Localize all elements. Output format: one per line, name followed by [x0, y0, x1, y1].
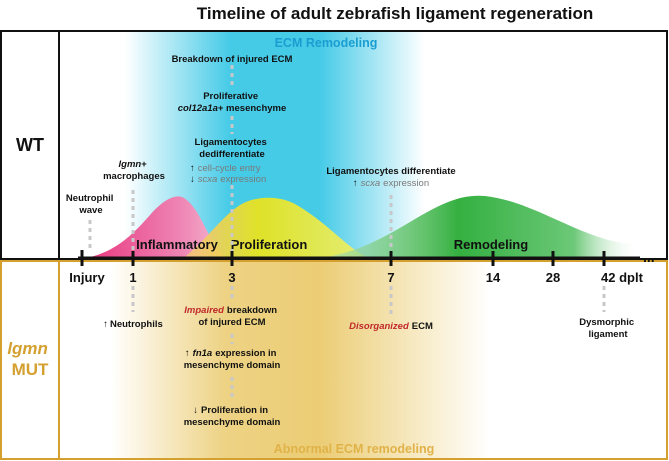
timeline-tick-label-5: 28 — [546, 270, 560, 285]
timeline-tick-label-0: Injury — [69, 270, 105, 285]
timeline-tick-label-3: 7 — [387, 270, 394, 285]
phase-label-proliferation: Proliferation — [231, 237, 308, 252]
timeline-tick-label-2: 3 — [228, 270, 235, 285]
mut-neutrophils: ↑Neutrophils — [103, 319, 163, 330]
wt-breakdown-ecm: Breakdown of injured ECM — [172, 54, 293, 65]
wt-neutrophil-wave: Neutrophil wave — [66, 193, 116, 216]
wt-ligamentocytes-dedifferentiate: Ligamentocytes dedifferentiate — [195, 137, 270, 160]
mut-label: MUT — [12, 360, 49, 379]
wt-proliferative-mesenchyme: Proliferative col12a1a+ mesenchyme — [178, 91, 287, 114]
mut-gene-name: lgmn — [7, 339, 48, 358]
timeline-tick-label-1: 1 — [129, 270, 136, 285]
abnormal-ecm-band — [110, 262, 490, 458]
phase-label-remodeling: Remodeling — [454, 237, 528, 252]
mut-row-frame — [0, 260, 668, 460]
timeline-continuation: ... — [643, 249, 655, 265]
wt-lgmn-macrophages: lgmn+ macrophages — [103, 159, 165, 182]
ecm-remodeling-label: ECM Remodeling — [275, 36, 378, 50]
diagram-title: Timeline of adult zebrafish ligament reg… — [197, 4, 593, 23]
mut-row-label: lgmn MUT — [7, 339, 52, 379]
inflammatory-curve — [78, 196, 226, 259]
phase-label-inflammatory: Inflammatory — [136, 237, 218, 252]
timeline-tick-marks — [80, 250, 606, 266]
wt-row-label: WT — [16, 135, 44, 155]
proliferation-curve — [182, 197, 372, 259]
abnormal-ecm-label: Abnormal ECM remodeling — [274, 442, 434, 456]
mut-proliferation-decrease: ↓Proliferation in mesenchyme domain — [184, 405, 281, 428]
timeline-tick-label-4: 14 — [486, 270, 501, 285]
timeline-tick-labels: Injury 1 3 7 14 28 42 dplt — [69, 270, 643, 285]
wt-ligamentocytes-differentiate: Ligamentocytes differentiate — [326, 166, 455, 177]
mut-dysmorphic-ligament: Dysmorphic ligament — [579, 317, 637, 340]
wt-dediff-cell-cycle: ↑cell-cycle entry — [190, 163, 261, 174]
timeline-tick-label-6: 42 dplt — [601, 270, 644, 285]
